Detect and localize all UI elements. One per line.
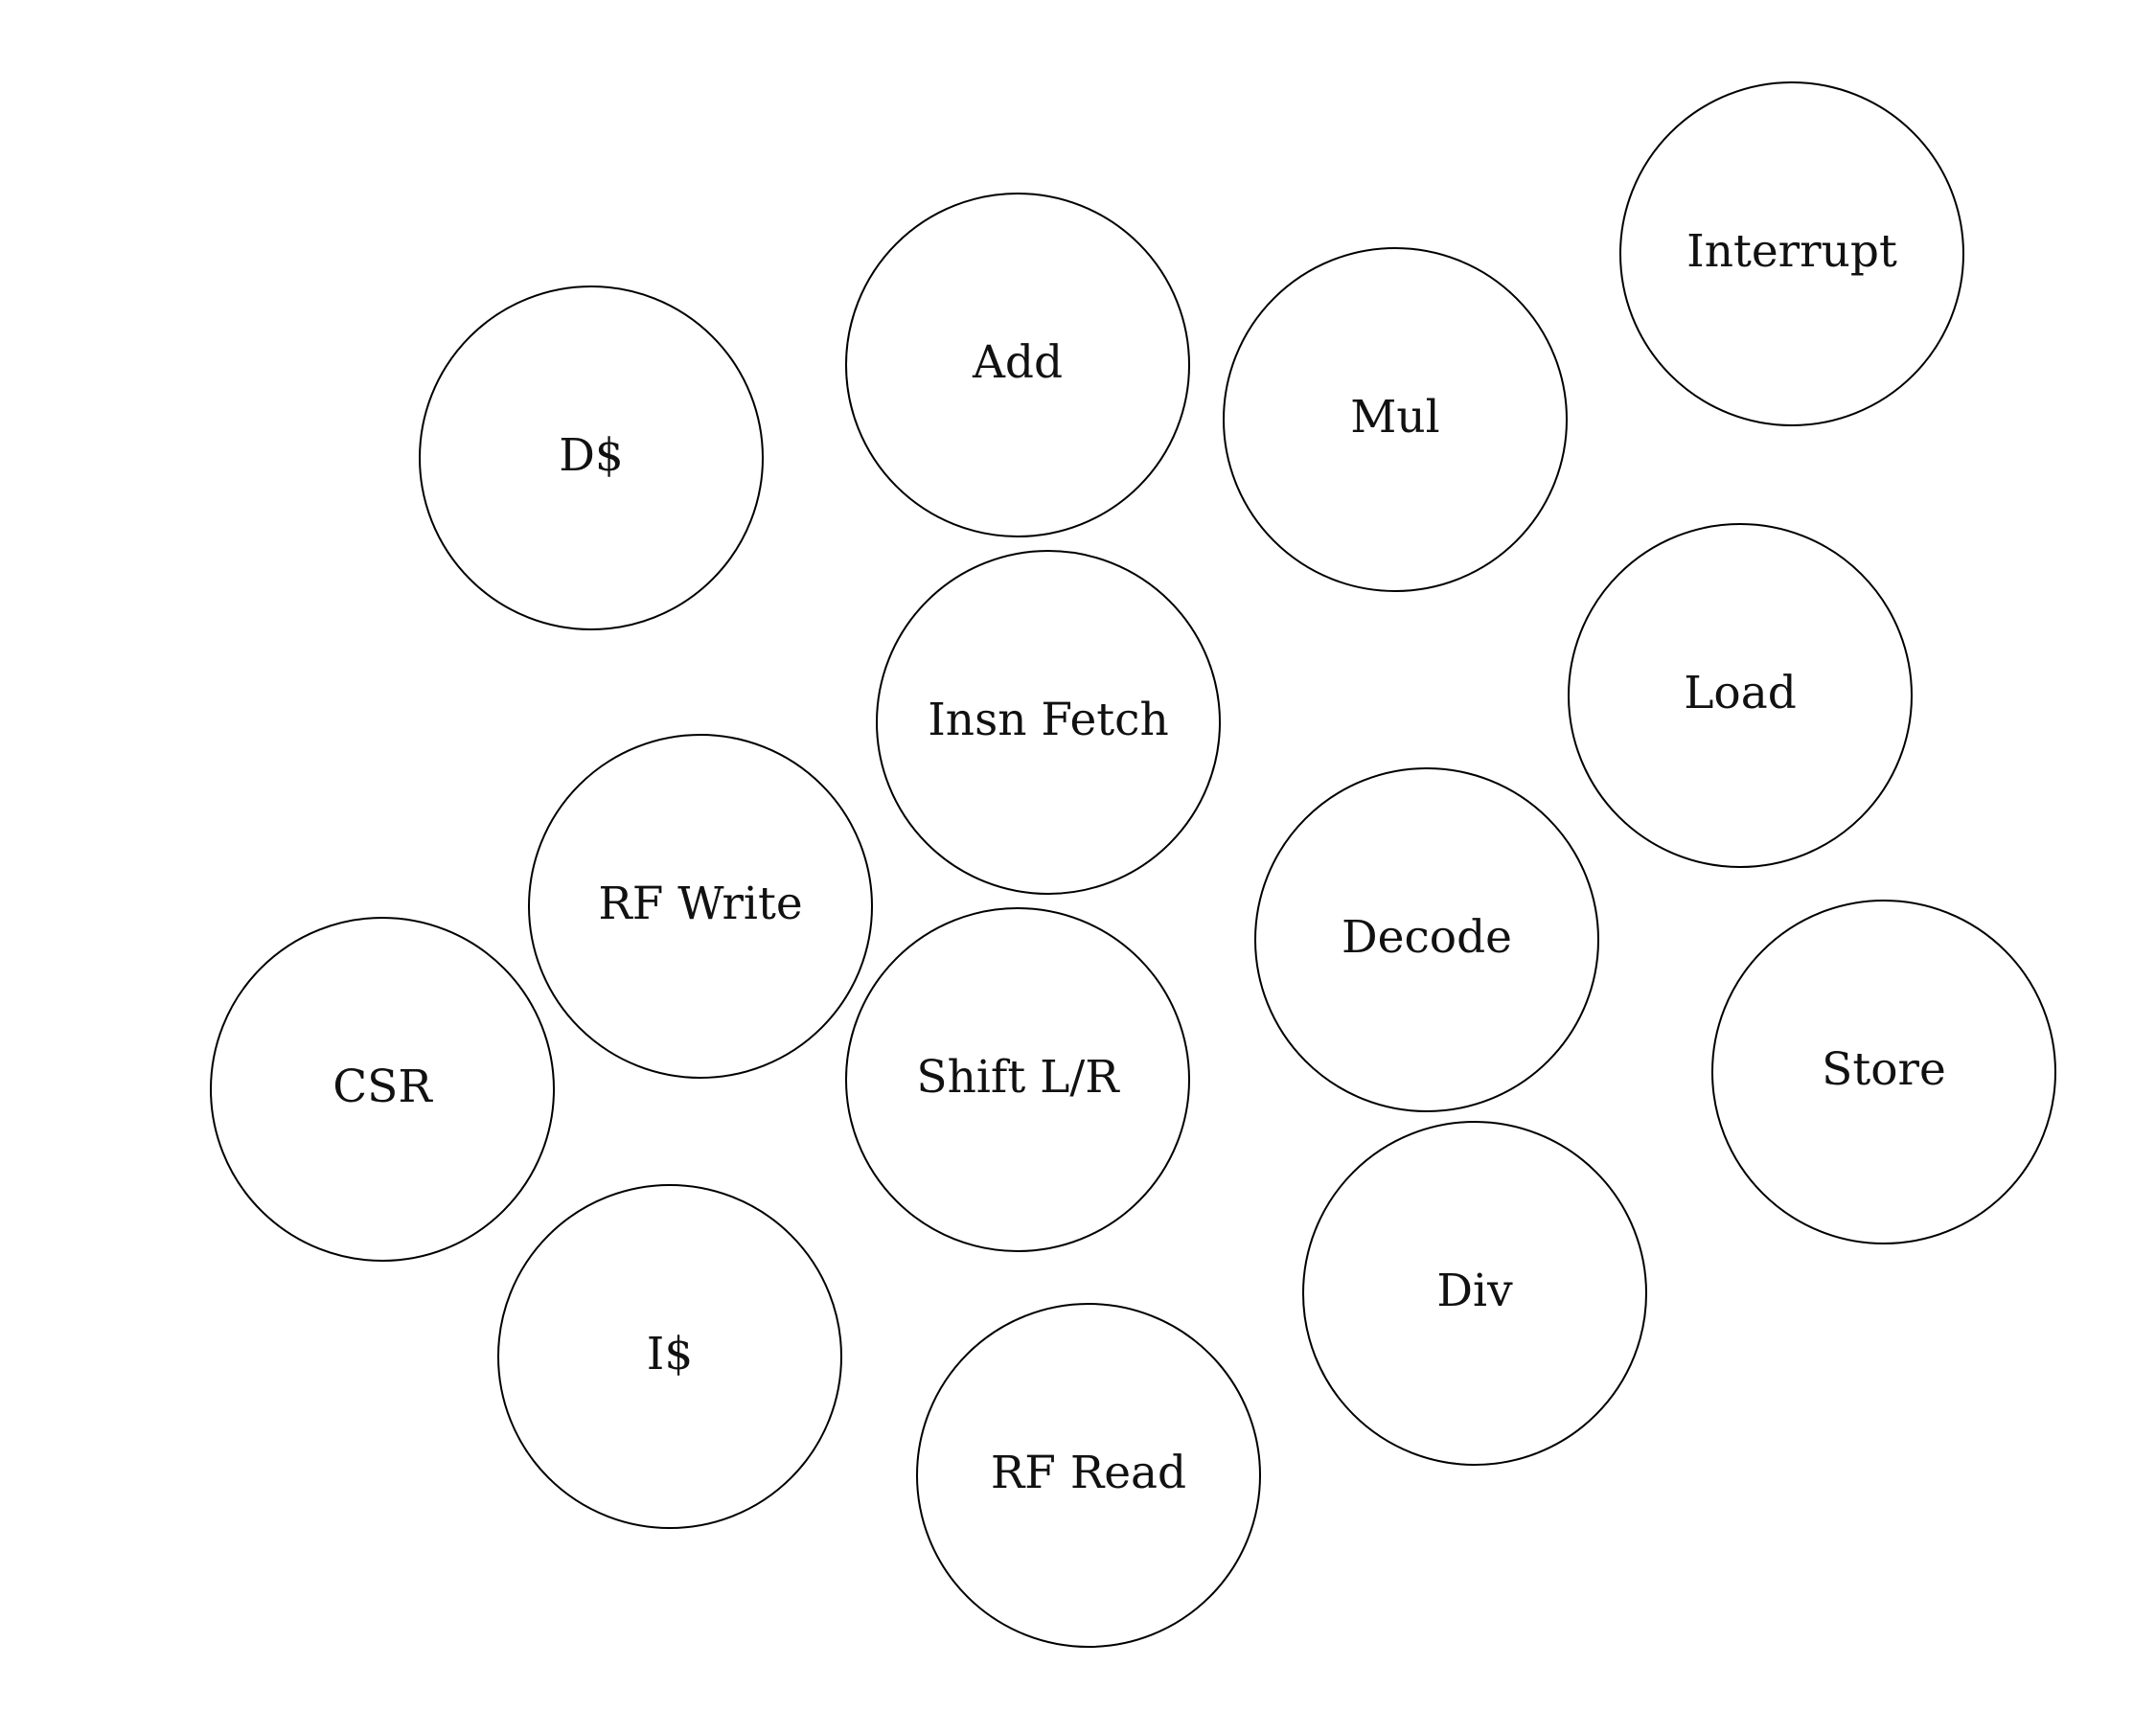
node-label-insn-fetch: Insn Fetch <box>928 694 1169 746</box>
node-label-dcache: D$ <box>559 429 624 482</box>
node-dcache: D$ <box>419 285 764 630</box>
node-decode: Decode <box>1254 767 1599 1112</box>
node-shift: Shift L/R <box>845 907 1190 1252</box>
node-div: Div <box>1302 1121 1647 1466</box>
node-label-mul: Mul <box>1350 391 1440 444</box>
node-label-rf-read: RF Read <box>990 1447 1187 1499</box>
node-rf-write: RF Write <box>528 734 873 1079</box>
node-label-store: Store <box>1822 1043 1946 1096</box>
node-insn-fetch: Insn Fetch <box>876 550 1221 895</box>
node-label-icache: I$ <box>646 1328 694 1380</box>
node-label-add: Add <box>972 336 1064 389</box>
node-csr: CSR <box>210 917 555 1262</box>
node-label-decode: Decode <box>1341 911 1513 964</box>
node-label-div: Div <box>1436 1265 1513 1317</box>
node-label-load: Load <box>1684 667 1797 719</box>
node-mul: Mul <box>1223 247 1568 592</box>
node-label-shift: Shift L/R <box>916 1051 1119 1104</box>
node-label-interrupt: Interrupt <box>1686 225 1897 278</box>
node-interrupt: Interrupt <box>1619 81 1964 426</box>
node-label-rf-write: RF Write <box>598 878 803 930</box>
node-add: Add <box>845 193 1190 537</box>
node-store: Store <box>1711 900 2056 1244</box>
node-load: Load <box>1568 523 1913 868</box>
node-rf-read: RF Read <box>916 1303 1261 1648</box>
node-label-csr: CSR <box>333 1061 432 1113</box>
node-icache: I$ <box>497 1184 842 1529</box>
